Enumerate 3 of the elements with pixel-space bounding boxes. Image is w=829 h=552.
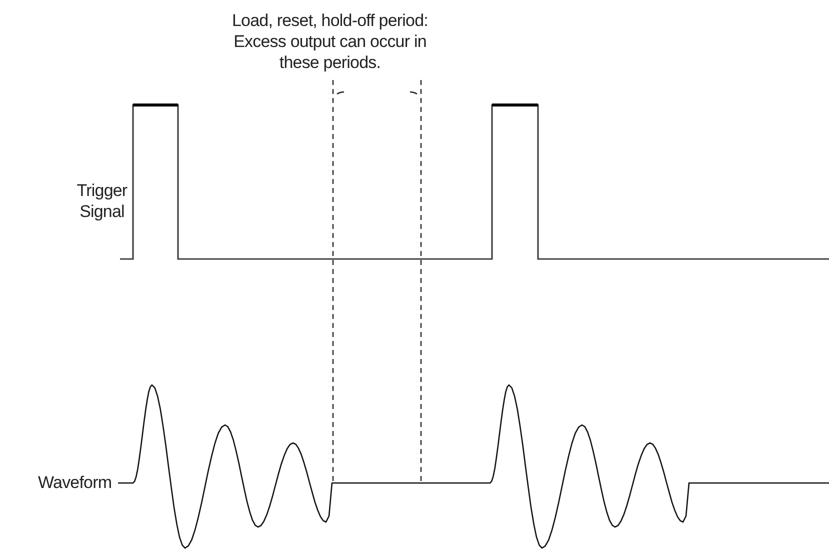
note-text: Load, reset, hold-off period: Excess output can occur in these periods. [230, 10, 429, 73]
waveform-label: Waveform [38, 472, 113, 493]
trigger-signal-label: Trigger Signal [76, 180, 128, 222]
